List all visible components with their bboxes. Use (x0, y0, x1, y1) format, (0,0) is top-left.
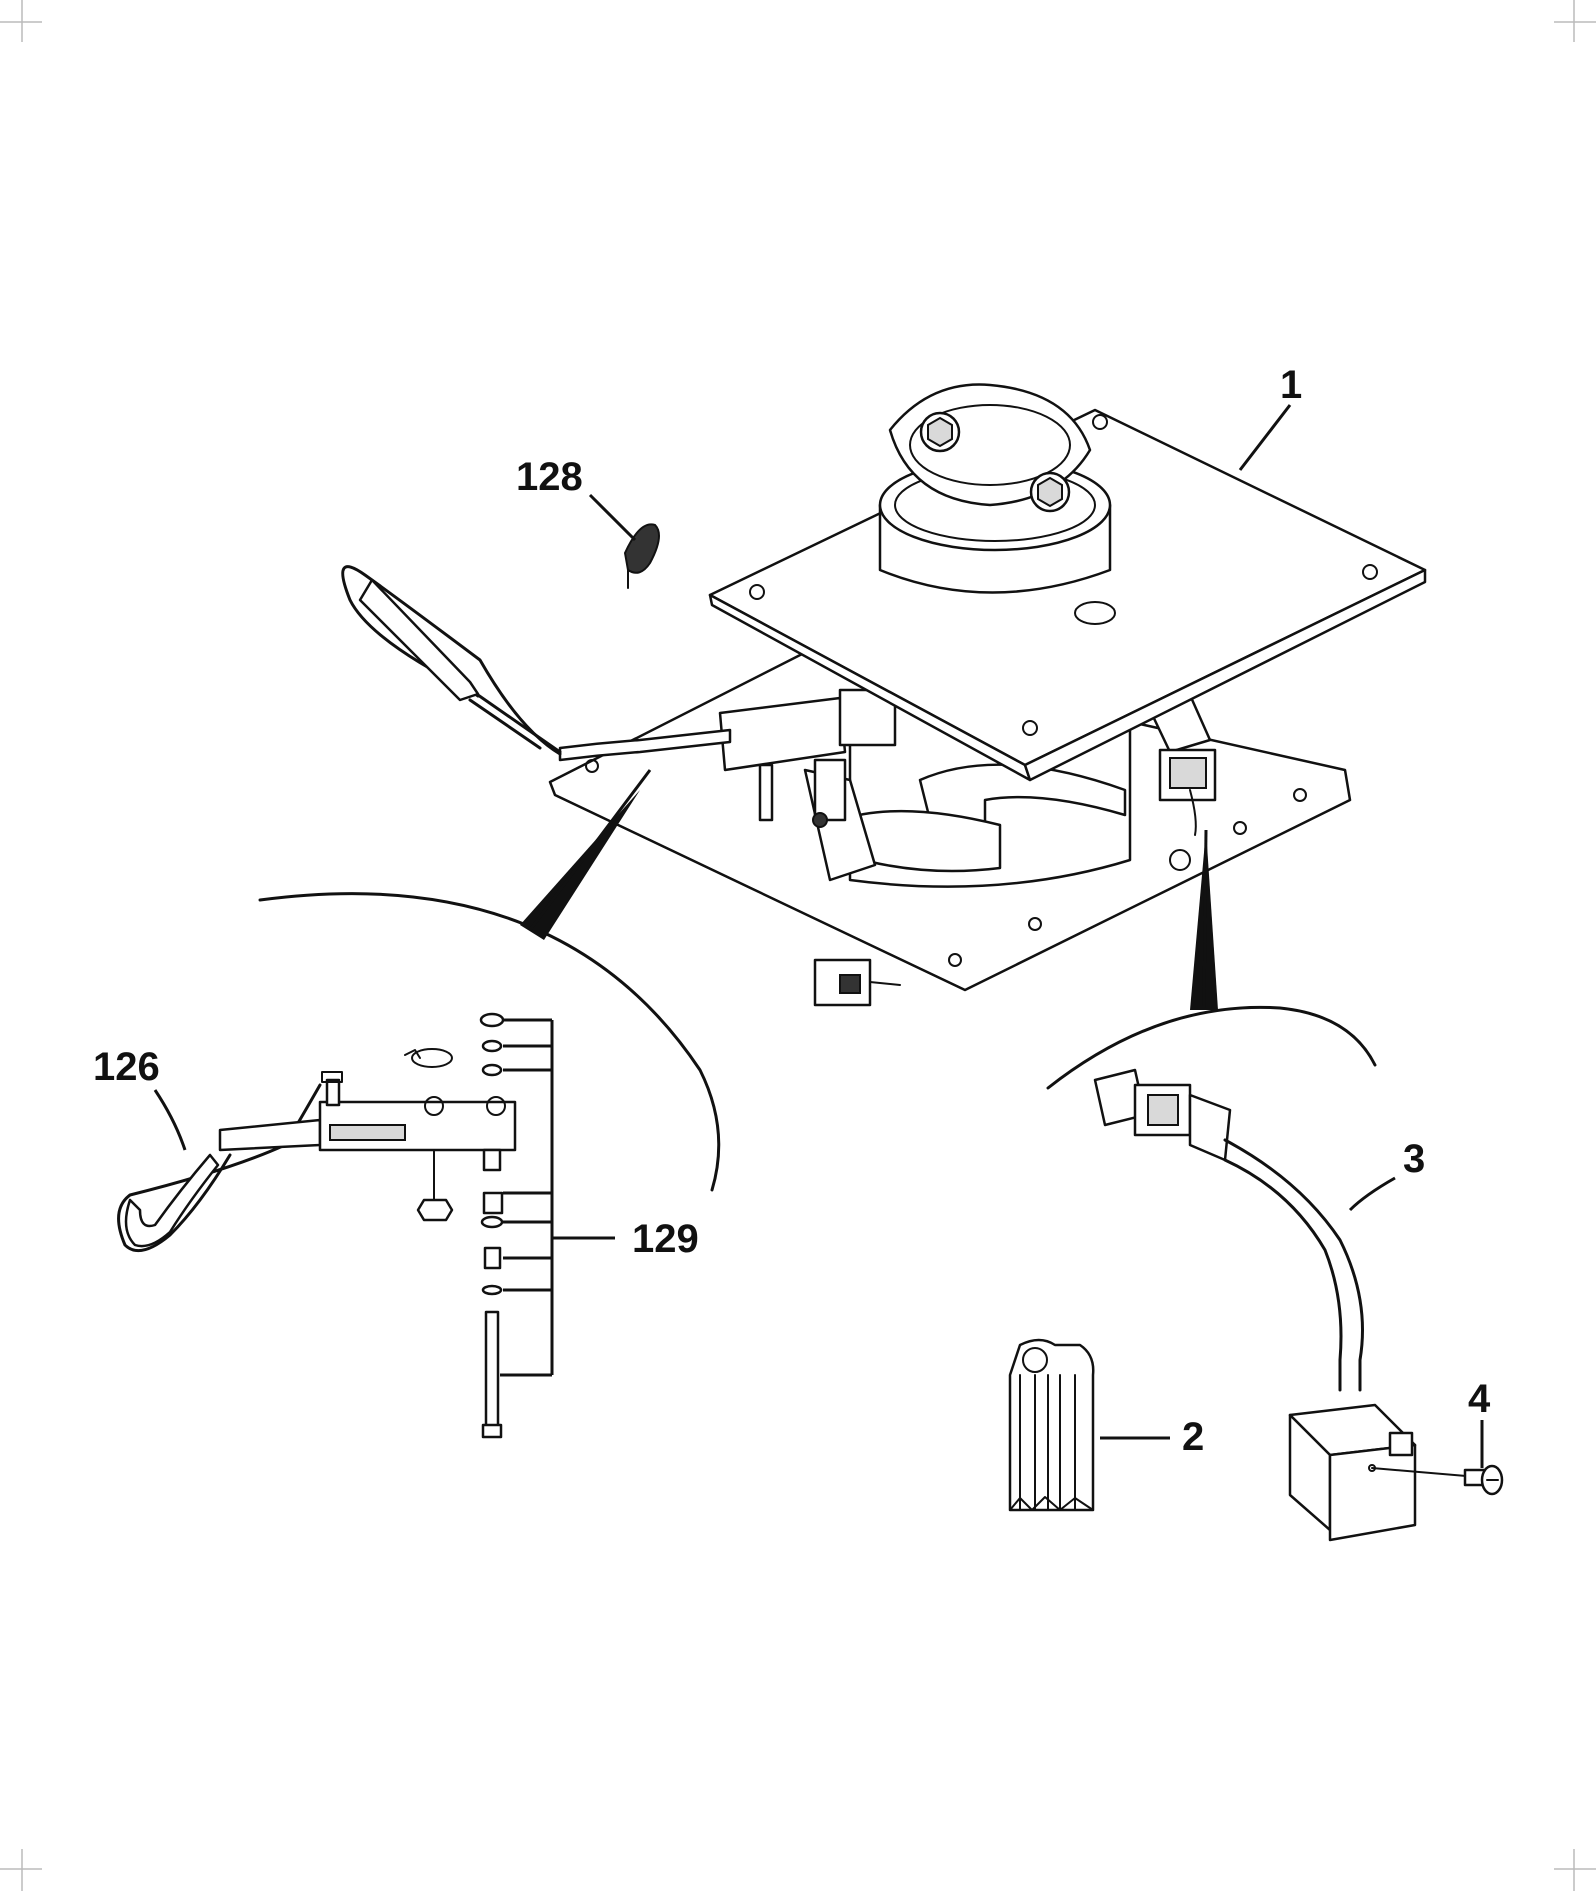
harness-detail-view (1008, 829, 1504, 1542)
leader-126 (153, 1089, 187, 1151)
callout-126: 126 (93, 1045, 160, 1089)
callout-3: 3 (1403, 1137, 1425, 1181)
leader-lines (153, 404, 1484, 1468)
handle-detail-view (117, 769, 721, 1439)
leader-1 (1238, 404, 1292, 471)
fastener-stack (479, 1012, 505, 1439)
callout-128: 128 (516, 455, 583, 499)
leader-128 (588, 493, 637, 542)
release-handle (558, 728, 732, 762)
callout-labels: 1 128 126 129 2 3 4 (93, 363, 1491, 1459)
callout-2: 2 (1182, 1415, 1204, 1459)
callout-1: 1 (1280, 363, 1302, 407)
leader-3 (1348, 1176, 1396, 1212)
callout-129-bracket (500, 1018, 615, 1377)
left-latch-block (718, 696, 847, 772)
sensor-block (1288, 1403, 1479, 1542)
callout-4: 4 (1468, 1377, 1491, 1421)
harness-cable (1223, 1138, 1364, 1392)
connector-plug (1093, 1068, 1232, 1162)
grease-fitting (623, 523, 660, 589)
screw (1463, 1464, 1504, 1496)
swivel-plate-assembly (341, 383, 1427, 1007)
extrusion-profile (1008, 1338, 1095, 1512)
callout-129: 129 (632, 1217, 699, 1261)
